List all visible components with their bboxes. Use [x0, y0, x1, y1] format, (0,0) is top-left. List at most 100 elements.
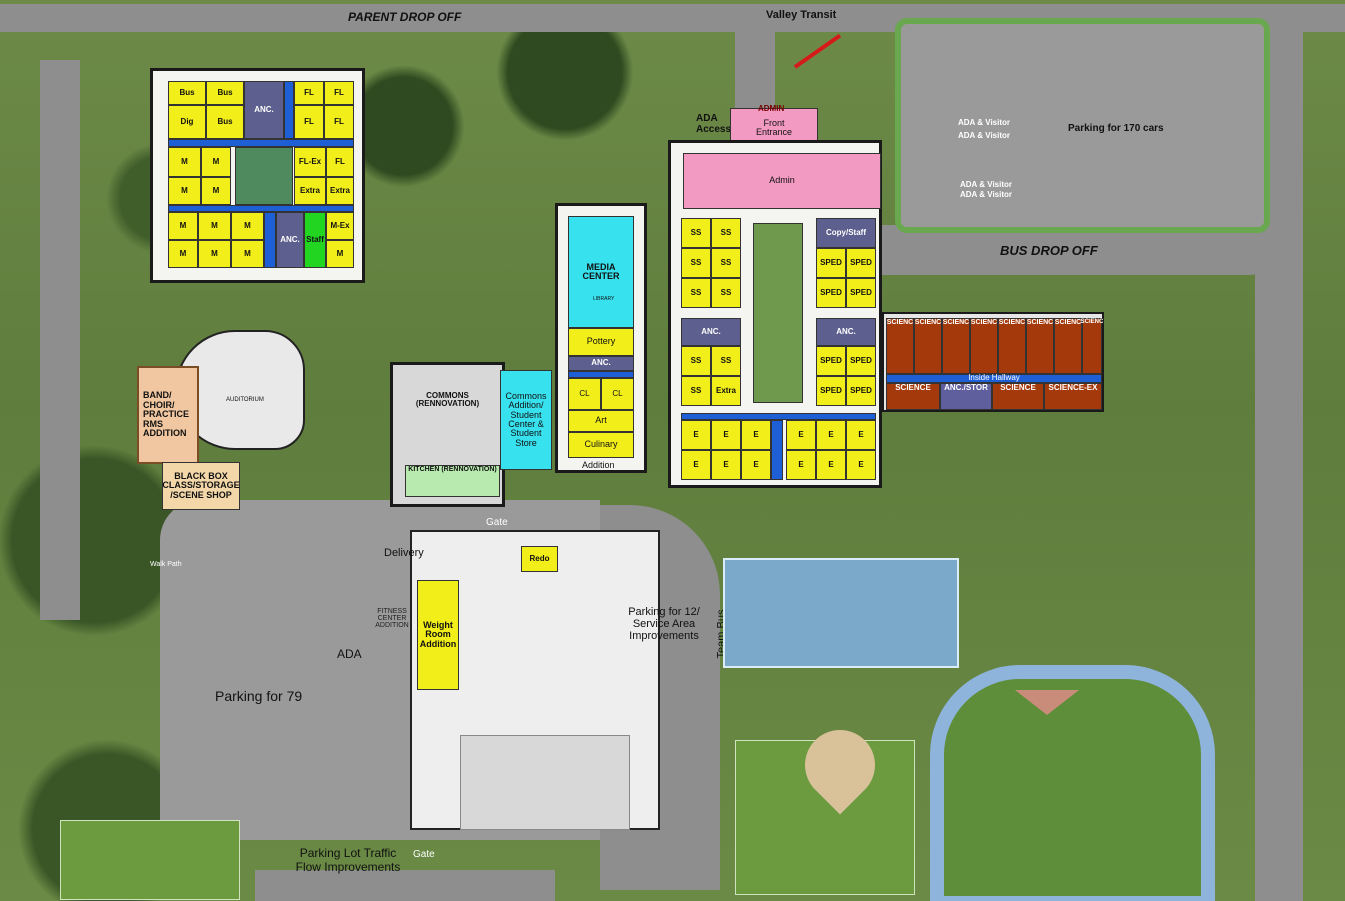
room: SCIENC — [886, 318, 914, 374]
gate-label: Gate — [413, 849, 435, 860]
room: SS — [681, 248, 711, 278]
ada-visitor-label: ADA & Visitor — [960, 190, 1013, 199]
room: M — [168, 177, 201, 205]
media-center: MEDIA CENTER — [568, 216, 634, 328]
room: SS — [711, 278, 741, 308]
ada-visitor-label: ADA & Visitor — [960, 180, 1013, 189]
corridor — [681, 413, 876, 420]
room: FL — [324, 105, 354, 139]
west-road — [40, 60, 80, 620]
room: CL — [568, 378, 601, 410]
room: SPED — [846, 376, 876, 406]
admin-small-label: ADMIN — [758, 104, 785, 113]
addition-label: Addition — [582, 460, 615, 470]
room: SPED — [846, 346, 876, 376]
room: E — [816, 450, 846, 480]
ada-label: ADA — [337, 647, 362, 661]
room: M-Ex — [326, 212, 354, 240]
room: FL-Ex — [294, 147, 326, 177]
room: ANC. — [816, 318, 876, 346]
room: SS — [681, 278, 711, 308]
room: Extra — [294, 177, 326, 205]
parent-drop-off-label: PARENT DROP OFF — [348, 10, 462, 24]
library-label: LIBRARY — [593, 296, 615, 302]
south-road — [255, 870, 555, 901]
room: Culinary — [568, 432, 634, 458]
nw-building: Bus Bus ANC. FL FL Dig Bus FL FL M M M M… — [150, 68, 365, 283]
room: E — [681, 450, 711, 480]
room: SCIENCE-EX — [1044, 383, 1102, 410]
inside-hallway: Inside Hallway — [886, 374, 1102, 383]
room: M — [168, 240, 198, 268]
room: SCIENC — [970, 318, 998, 374]
room: SCIENCE — [886, 383, 940, 410]
soccer-field — [60, 820, 240, 900]
traffic-flow-label: Parking Lot Traffic Flow Improvements — [295, 846, 401, 874]
room: M — [198, 212, 231, 240]
room: E — [711, 450, 741, 480]
room: SS — [681, 346, 711, 376]
room: Pottery — [568, 328, 634, 356]
room: ANC. — [568, 356, 634, 371]
room: M — [201, 177, 231, 205]
room: E — [741, 420, 771, 450]
service-parking-label: Parking for 12/ Service Area Improvement… — [628, 606, 700, 642]
room: SCIENC — [914, 318, 942, 374]
ne-parking-lot — [895, 18, 1270, 233]
corridor — [284, 81, 294, 139]
ne-parking-label: Parking for 170 cars — [1068, 123, 1164, 134]
room: Bus — [206, 105, 244, 139]
room: Staff — [304, 212, 326, 268]
ada-accessible-label: ADA Accessible — [696, 113, 749, 135]
room: SPED — [846, 278, 876, 308]
room: Bus — [206, 81, 244, 105]
room: M — [198, 240, 231, 268]
admin-room: Admin — [683, 153, 881, 209]
room: E — [681, 420, 711, 450]
room: ANC. — [681, 318, 741, 346]
room: SPED — [816, 376, 846, 406]
room: SS — [681, 218, 711, 248]
corridor — [168, 205, 354, 212]
room: E — [711, 420, 741, 450]
room: M — [231, 212, 264, 240]
room: FL — [294, 105, 324, 139]
weight-room-addition: Weight Room Addition — [417, 580, 459, 690]
room: SCIENCE — [992, 383, 1044, 410]
corridor — [264, 212, 276, 268]
arrow-icon — [793, 33, 842, 69]
room: Bus — [168, 81, 206, 105]
room: E — [846, 420, 876, 450]
room: FL — [324, 81, 354, 105]
bus-loop — [880, 225, 1270, 275]
delivery-label: Delivery — [384, 547, 424, 559]
room: Extra — [326, 177, 354, 205]
room: CL — [601, 378, 634, 410]
room: M — [231, 240, 264, 268]
room: SPED — [816, 278, 846, 308]
room: E — [786, 420, 816, 450]
room: E — [741, 450, 771, 480]
room: Art — [568, 410, 634, 432]
copy-staff-room: Copy/Staff — [816, 218, 876, 248]
room: E — [786, 450, 816, 480]
room: SCIENC — [1026, 318, 1054, 374]
sw-parking-label: Parking for 79 — [215, 688, 303, 704]
room: Extra — [711, 376, 741, 406]
room: SPED — [816, 248, 846, 278]
room: SS — [711, 248, 741, 278]
commons-building: COMMONS (RENNOVATION) KITCHEN (RENNOVATI… — [390, 362, 505, 507]
room: ANC. — [276, 212, 304, 268]
room: M — [168, 147, 201, 177]
track-infield-triangle — [1015, 690, 1079, 715]
fitness-center-label: FITNESS CENTER ADDITION — [375, 608, 409, 629]
courtyard — [235, 147, 293, 205]
room: ANC. — [244, 81, 284, 139]
kitchen-room: KITCHEN (RENNOVATION) — [405, 465, 500, 497]
room: SS — [711, 346, 741, 376]
ada-visitor-label: ADA & Visitor — [958, 131, 1011, 140]
room: SCIENC — [1054, 318, 1082, 374]
room: Dig — [168, 105, 206, 139]
room: E — [846, 450, 876, 480]
